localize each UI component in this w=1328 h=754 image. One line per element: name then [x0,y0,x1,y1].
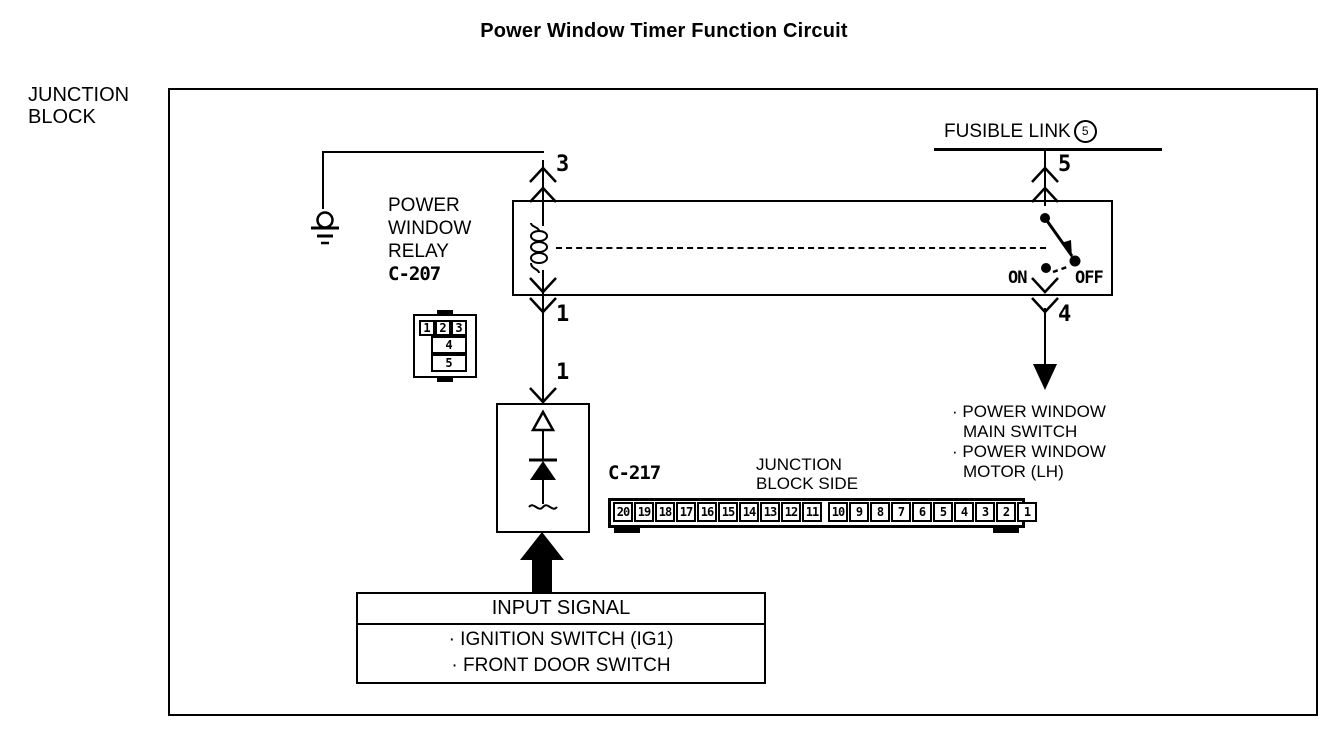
c207-pin-1: 1 [419,320,435,336]
relay-output-wire [1044,308,1046,370]
input-signal-box: INPUT SIGNAL · IGNITION SWITCH (IG1) · F… [356,592,766,684]
relay-mechanical-link [556,247,1046,249]
c207-top-tab [437,310,453,316]
fusible-link-wire [1044,150,1046,166]
c207-pin-4: 4 [431,336,467,354]
timer-pin-1-label: 1 [556,360,570,385]
power-window-relay-box [512,200,1113,296]
fusible-link-text: FUSIBLE LINK [944,121,1071,142]
junction-block-frame [168,88,1318,716]
coil-wire-upper [542,160,544,226]
coil-terminal-top-marker [528,164,558,189]
relay-contact-off-label: OFF [1075,268,1104,288]
relay-output-arrowhead [1030,362,1060,397]
fusible-link-bar [934,148,1162,151]
relay-connector-code: C-207 [388,263,441,285]
c217-pin: 1 [1017,502,1037,522]
relay-pin-5-label: 5 [1058,152,1072,177]
timer-internal-symbols [520,408,566,531]
ground-vertical-wire [322,151,324,209]
relay-pin-4-label: 4 [1058,302,1072,327]
c217-pin: 16 [697,502,717,522]
switch-terminal-top-marker-2 [1030,184,1060,209]
input-signal-title: INPUT SIGNAL [358,594,764,625]
c207-bottom-tab [437,376,453,382]
c207-pin-2: 2 [435,320,451,336]
output-item-1-line2: MAIN SWITCH [963,422,1078,441]
junction-block-side-line1: JUNCTION [756,455,842,474]
c217-left-ear [614,528,640,533]
c217-pin: 3 [975,502,995,522]
fusible-link-number-badge: 5 [1073,120,1097,143]
relay-contact-on-label: ON [1008,268,1028,288]
c217-pin: 8 [870,502,890,522]
c217-pin: 9 [849,502,869,522]
c217-pin: 18 [655,502,675,522]
output-bullet: · [952,442,958,461]
c217-pin: 6 [912,502,932,522]
switch-terminal-top-marker [1030,164,1060,189]
output-item-2-line1: POWER WINDOW [962,442,1106,461]
junction-block-label-line1: JUNCTION [28,84,130,106]
c217-connector-code: C-217 [608,462,661,484]
c217-pin: 13 [760,502,780,522]
coil-terminal-top-marker-2 [528,184,558,209]
junction-block-side-label: JUNCTION BLOCK SIDE [756,455,858,493]
c207-pin-3: 3 [451,320,467,336]
junction-block-label-line2: BLOCK [28,106,96,128]
power-window-relay-label: POWER WINDOW RELAY C-207 [388,194,471,286]
relay-name-line3: RELAY [388,241,449,262]
output-bullet: · [952,402,958,421]
c217-pin: 19 [634,502,654,522]
timer-input-terminal-marker [528,386,558,411]
c217-pin: 20 [613,502,633,522]
input-signal-arrow-icon [518,530,566,599]
c217-pin: 10 [828,502,848,522]
coil-wire-lower [542,270,544,308]
junction-block-side-line2: BLOCK SIDE [756,474,859,493]
c207-connector-diagram: 1 2 3 4 5 [413,310,477,382]
c217-pin: 5 [933,502,953,522]
c217-pin: 12 [781,502,801,522]
junction-block-label: JUNCTION BLOCK [28,84,129,128]
relay-switch-arm-icon [1028,210,1098,285]
relay-output-destinations: · POWER WINDOW MAIN SWITCH · POWER WINDO… [952,402,1106,482]
output-item-1-line1: POWER WINDOW [962,402,1106,421]
c217-pin: 4 [954,502,974,522]
c217-right-ear [993,528,1019,533]
page-title: Power Window Timer Function Circuit [480,20,848,42]
c217-pin: 11 [802,502,822,522]
c217-connector-pin-strip: 20 19 18 17 16 15 14 13 12 11 10 9 8 7 6… [608,498,1037,533]
c207-pin-5: 5 [431,354,467,372]
output-item-2: · POWER WINDOW [952,442,1106,462]
c217-pin-list: 20 19 18 17 16 15 14 13 12 11 10 9 8 7 6… [613,502,1038,522]
timer-input-wire [542,308,544,404]
ground-horizontal-wire [322,151,544,153]
relay-coil-icon [530,222,556,274]
output-item-1: · POWER WINDOW [952,402,1106,422]
coil-terminal-bottom-marker [528,276,558,301]
c217-pin: 7 [891,502,911,522]
c217-pin: 14 [739,502,759,522]
input-signal-item-2: · FRONT DOOR SWITCH [451,655,671,676]
c217-pin: 17 [676,502,696,522]
relay-pin-3-label: 3 [556,152,570,177]
relay-pin-1-label: 1 [556,302,570,327]
input-signal-item-1: · IGNITION SWITCH (IG1) [448,629,674,650]
relay-name-line1: POWER [388,195,460,216]
input-signal-list: · IGNITION SWITCH (IG1) · FRONT DOOR SWI… [358,627,764,679]
power-window-timer-box [496,403,590,533]
c217-pin: 15 [718,502,738,522]
relay-name-line2: WINDOW [388,218,472,239]
switch-terminal-bottom-marker [1030,276,1060,301]
chassis-ground-icon [310,208,340,252]
switch-wire-top [1044,160,1046,206]
output-item-2-line2: MOTOR (LH) [963,462,1064,481]
c217-pin: 2 [996,502,1016,522]
